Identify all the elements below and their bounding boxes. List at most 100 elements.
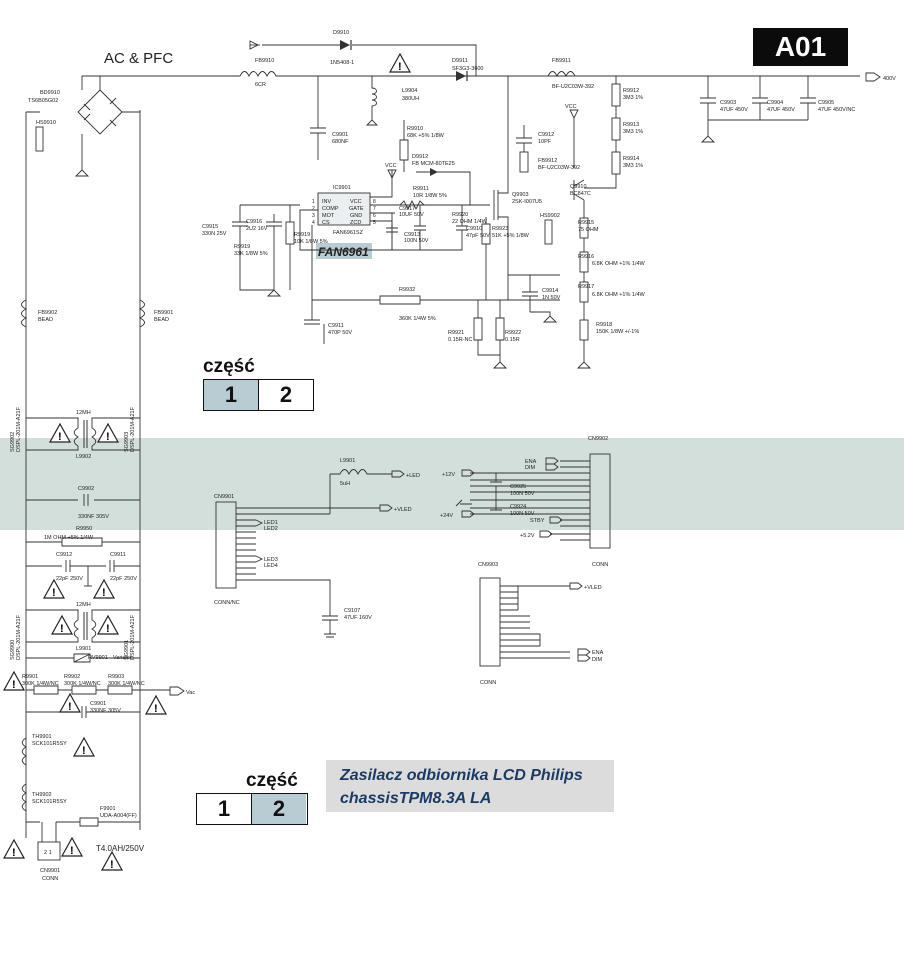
c9901b-ref: C9901 [90, 701, 106, 707]
c9924-val: 100N 50V [510, 511, 535, 517]
r9910-val: 68K +5% 1/8W [407, 133, 445, 139]
connector-cn9902 [589, 453, 611, 549]
svg-text:!: ! [154, 703, 158, 715]
c9916-ref: C9916 [246, 219, 262, 225]
f9901-val: UDA-A004(FF) [100, 813, 137, 819]
r9918-ref: R9918 [596, 322, 612, 328]
svg-text:!: ! [52, 587, 56, 599]
connector-cn9901 [215, 501, 237, 589]
c9902-val: 330NF 305V [78, 514, 109, 520]
warning-icon: ! [144, 694, 168, 715]
c9914-ref: C9914 [542, 288, 558, 294]
choke-l9902 [26, 417, 140, 451]
c9905-ref: C9905 [818, 100, 834, 106]
c9911b-ref: C9911 [110, 552, 126, 558]
r9913-val: 3M3 1% [623, 129, 643, 135]
c9901-val: 680NF [332, 139, 349, 145]
c9915-val: 330N 25V [202, 231, 227, 237]
c9901-ref: C9901 [332, 132, 348, 138]
r9932-val: 360K 1/4W 5% [399, 316, 436, 322]
r9901-val: 300K 1/4W/NC [22, 681, 59, 687]
cn9901-ac-ref: CN9901 [40, 868, 60, 874]
r9921-ref: R9921 [448, 330, 464, 336]
ic-name-label: FAN6961 [318, 245, 369, 259]
r9916-val: 6.8K OHM +1% 1/4W [592, 261, 646, 267]
cn9903-ref: CN9903 [478, 562, 498, 568]
c9925-ref: C9925 [510, 484, 526, 490]
svg-text:!: ! [70, 845, 74, 857]
vcc-label-ic: VCC [385, 163, 397, 169]
sg9901-val: DSPL-201M-A21F [130, 614, 136, 660]
c9911-ref: C9911 [328, 323, 344, 329]
th9902-ref: TH9902 [32, 792, 52, 798]
warning-icon: ! [2, 838, 26, 859]
r9917-ref: R9917 [578, 284, 594, 290]
ic-pin2: 2 [312, 206, 315, 212]
caption-line-1: Zasilacz odbiornika LCD Philips [340, 767, 583, 784]
r9922-ref: R9922 [505, 330, 521, 336]
hs9902-ref: HS9902 [540, 213, 560, 219]
d9911-val: SF3G3-3600 [452, 66, 484, 72]
document-caption: Zasilacz odbiornika LCD Philips chassisT… [326, 760, 614, 812]
transistor-q9910 [573, 179, 585, 212]
r9903-ref: R9903 [108, 674, 124, 680]
c9902-ref: C9902 [78, 486, 94, 492]
vac-label: Vac [186, 690, 195, 696]
d9912-val: FB MCM-80TE25 [412, 161, 455, 167]
warning-icon: ! [388, 52, 412, 73]
diode-d9910 [340, 40, 350, 50]
l9904-ref: L9904 [402, 88, 417, 94]
pager-tab-2[interactable]: 2 [258, 380, 313, 410]
c9911-val: 470P 50V [328, 330, 352, 336]
fb9910-ref: FB9910 [255, 58, 274, 64]
ic-ref: IC9901 [333, 185, 351, 191]
svg-text:!: ! [60, 623, 64, 635]
r9918-val: 150K 1/8W +/-1% [596, 329, 639, 335]
c9910-val: 47pF 50V [466, 233, 490, 239]
section-title: AC & PFC [104, 50, 173, 67]
pager-tab-1[interactable]: 1 [204, 380, 258, 410]
c9917-val: 10UF 50V [399, 212, 424, 218]
c9913-ref: C9913 [404, 232, 420, 238]
connector-cn9903 [479, 577, 501, 667]
cn9902-ref: CN9902 [588, 436, 608, 442]
r9919b-val: 33K 1/8W 5% [234, 251, 268, 257]
r9921-val: 0.15R-NC [448, 337, 472, 343]
q9910-val: BC847C [570, 191, 591, 197]
cn9902-pins [470, 460, 590, 541]
c9912-val: 10PF [538, 139, 552, 145]
cn9902-stby: STBY [530, 518, 545, 524]
fuse-rating: T4.0AH/250V [96, 844, 145, 853]
bd9910-ref: BD9910 [40, 90, 60, 96]
svg-text:!: ! [82, 745, 86, 757]
c9924-ref: C9924 [510, 504, 526, 510]
r9920-val: 22 OHM 1/4W [452, 219, 488, 225]
c9916-val: 2U2 16V [246, 226, 268, 232]
warning-icon: ! [96, 614, 120, 635]
cn9902-5v: +5.2V [520, 533, 535, 539]
choke-l9901 [26, 609, 140, 643]
diode-d9911 [456, 71, 466, 81]
pager-label: część [246, 770, 298, 791]
svg-text:!: ! [12, 847, 16, 859]
l9901-ref: 12MH [76, 602, 91, 608]
inductor-fb9911 [547, 71, 576, 78]
ic-pin-vcc: VCC [350, 199, 362, 205]
r9919-ref: R9919 [294, 232, 310, 238]
r9919-val: 10K 1/8W 5% [294, 239, 328, 245]
part-pager-top: część 1 2 [203, 356, 314, 411]
c9904-val: 47UF 450V [767, 107, 795, 113]
caption-line-2: chassisTPM8.3A LA [340, 790, 492, 807]
l9902-ref: 12MH [76, 410, 91, 416]
r9902-ref: R9902 [64, 674, 80, 680]
pager-tab-2[interactable]: 2 [251, 794, 306, 824]
pager-tab-1[interactable]: 1 [217, 796, 231, 821]
connector-vac [169, 686, 185, 696]
ic-pin1: 1 [312, 199, 315, 205]
r9911-val: 10R 1/8W 5% [413, 193, 447, 199]
fb9911-ref: FB9911 [552, 58, 571, 64]
l9904-val: 380UH [402, 96, 419, 102]
sheet-badge: A01 [753, 28, 848, 66]
r9911-ref: R9911 [413, 186, 429, 192]
r9923-ref: R9923 [492, 226, 508, 232]
